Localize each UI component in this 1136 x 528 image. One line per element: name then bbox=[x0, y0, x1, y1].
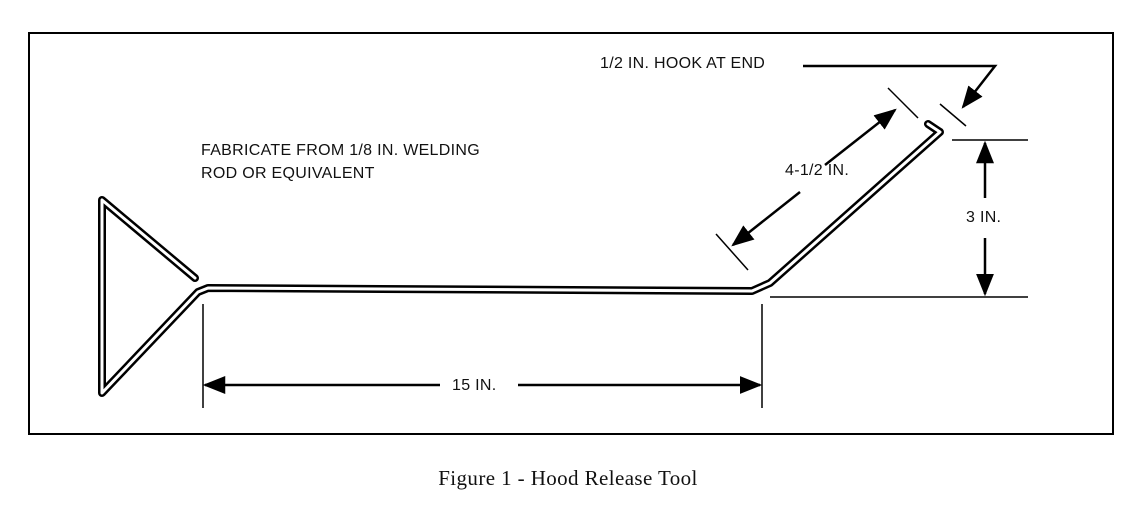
figure-frame bbox=[28, 32, 1114, 435]
extension-lines bbox=[202, 87, 1028, 408]
hook-leader bbox=[803, 64, 998, 109]
angled-length-label: 4-1/2 IN. bbox=[785, 162, 850, 179]
figure-caption: Figure 1 - Hood Release Tool bbox=[438, 466, 698, 490]
fabrication-note: FABRICATE FROM 1/8 IN. WELDING ROD OR EQ… bbox=[201, 139, 480, 185]
shaft-length-label: 15 IN. bbox=[446, 377, 503, 395]
hook-label: 1/2 IN. HOOK AT END bbox=[600, 55, 766, 72]
height-label: 3 IN. bbox=[966, 209, 1002, 226]
fabrication-note-line-1: FABRICATE FROM 1/8 IN. WELDING bbox=[201, 142, 480, 159]
angled-length-dimension bbox=[731, 108, 897, 247]
fabrication-note-line-2: ROD OR EQUIVALENT bbox=[201, 165, 375, 182]
welding-rod bbox=[98, 120, 944, 397]
